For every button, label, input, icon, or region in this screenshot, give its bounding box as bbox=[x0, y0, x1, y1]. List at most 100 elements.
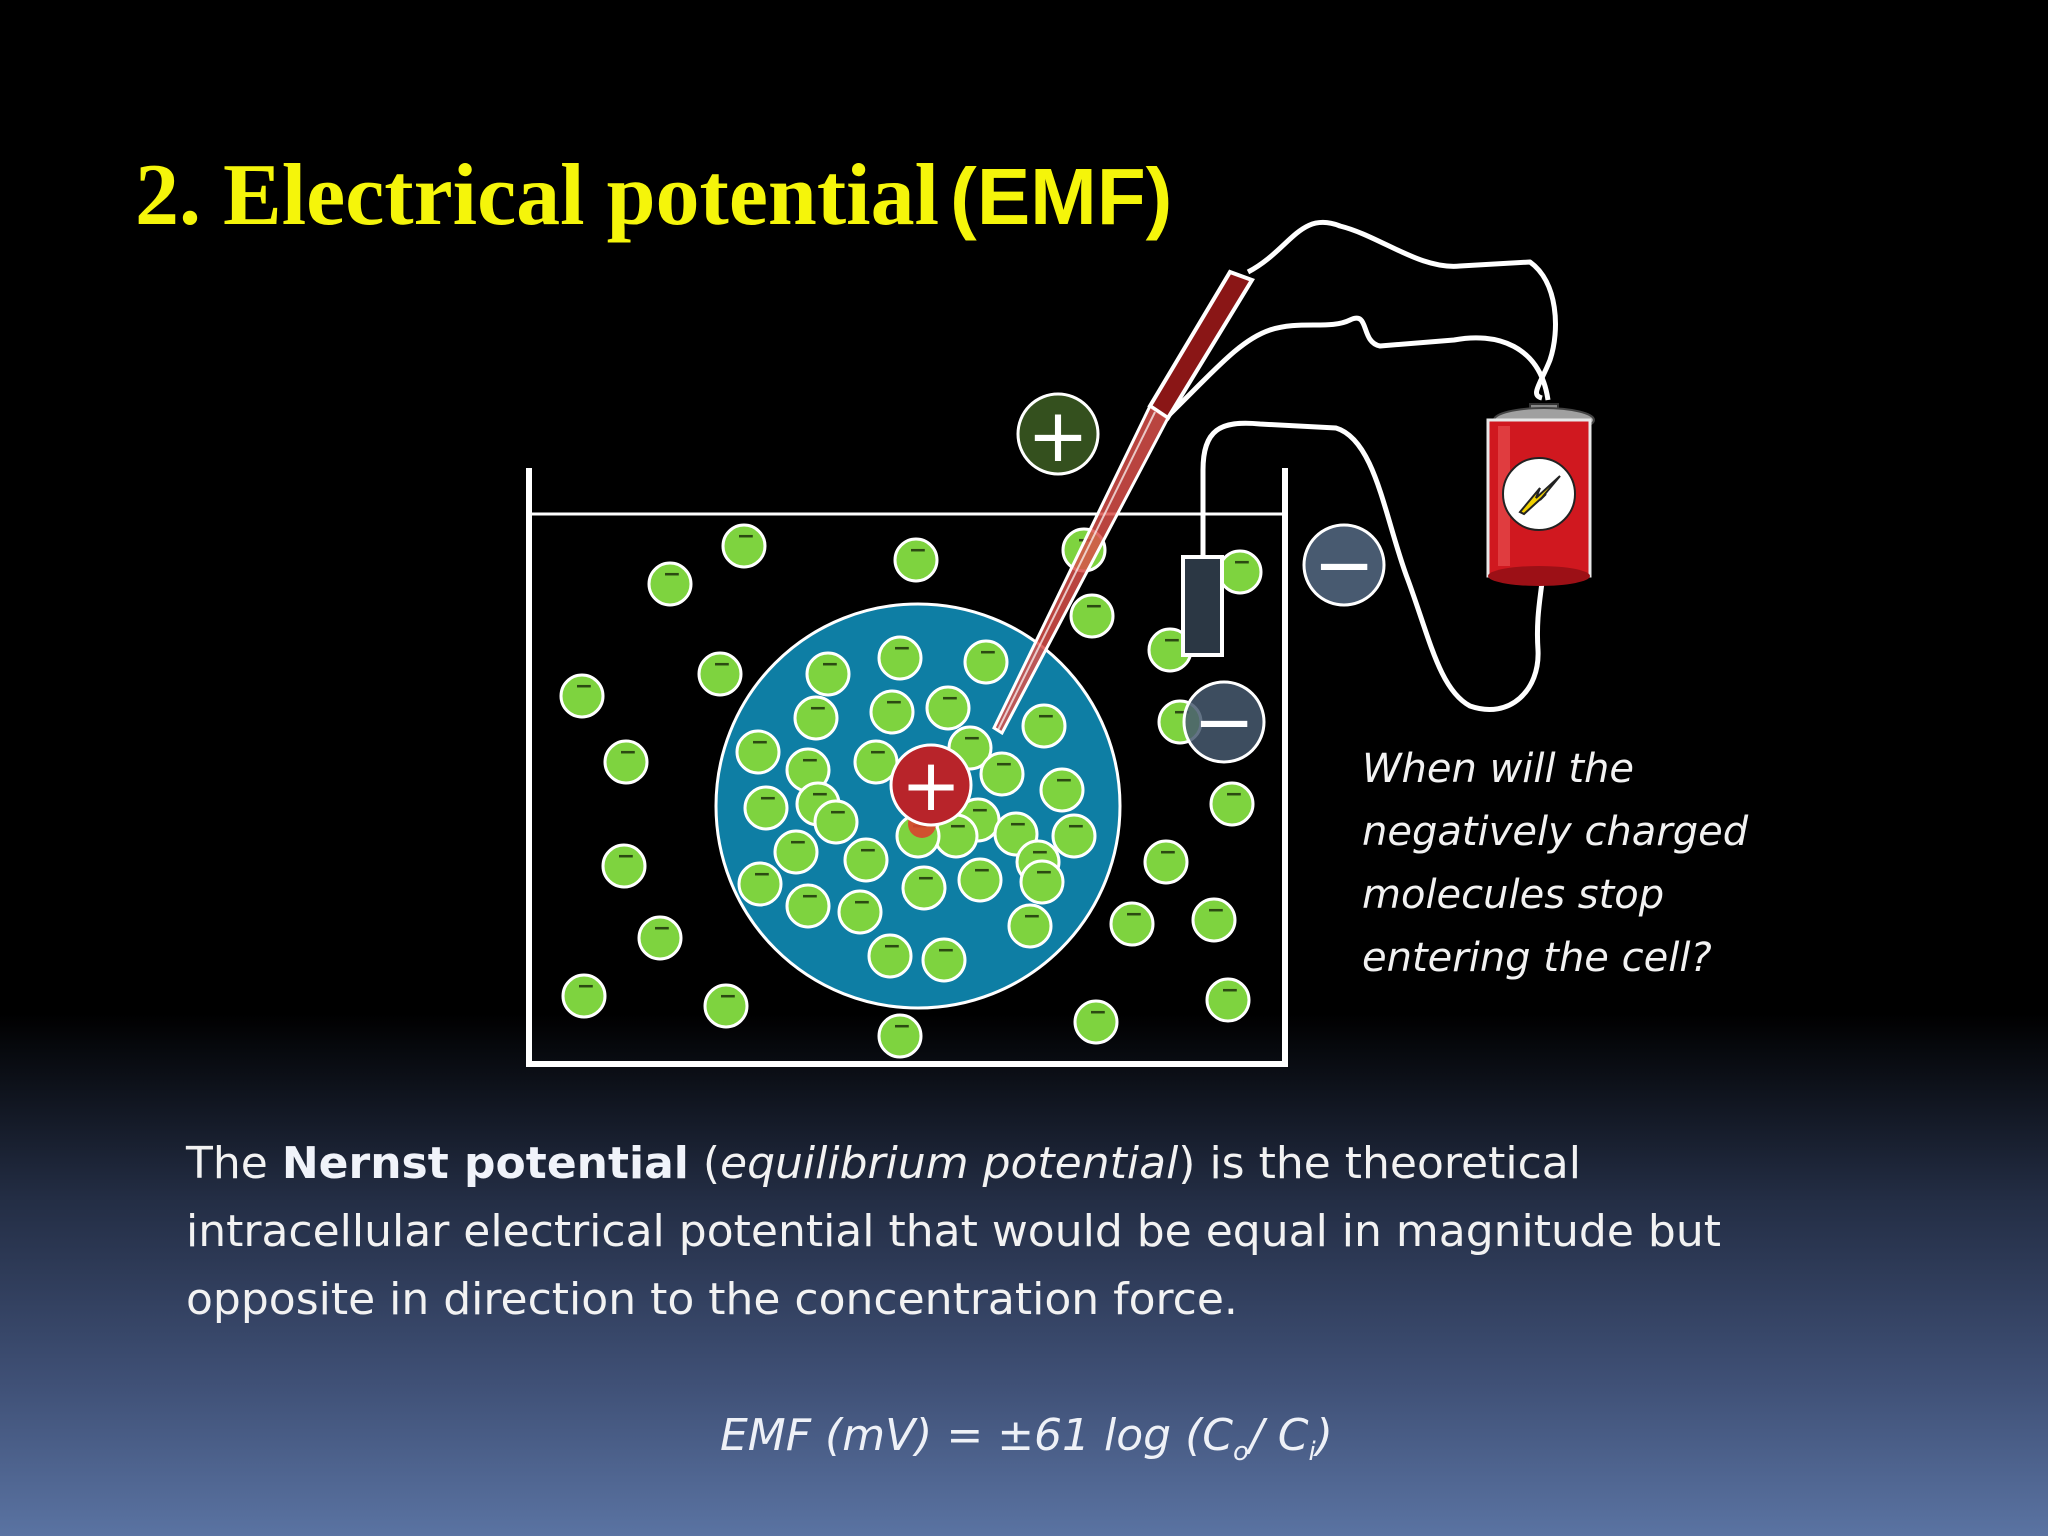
negative-ion-icon: − bbox=[813, 799, 859, 845]
definition-paragraph: The Nernst potential (equilibrium potent… bbox=[186, 1130, 1886, 1334]
ion-sign: − bbox=[869, 740, 887, 765]
negative-ion-icon: − bbox=[561, 973, 607, 1019]
ion-sign: − bbox=[1085, 594, 1103, 619]
paragraph-line-2: intracellular electrical potential that … bbox=[186, 1206, 1721, 1257]
negative-ion-icon: − bbox=[1039, 767, 1085, 813]
ion-sign: − bbox=[809, 696, 827, 721]
ion-sign: − bbox=[1031, 840, 1049, 865]
paragraph-text: The bbox=[186, 1138, 282, 1189]
paragraph-text: ) is the theoretical bbox=[1178, 1138, 1581, 1189]
reference-electrode-icon bbox=[1181, 555, 1224, 657]
negative-ion-icon: − bbox=[603, 739, 649, 785]
cell-positive-charge-icon: + bbox=[889, 743, 973, 838]
ion-sign: − bbox=[1067, 814, 1085, 839]
ion-sign: − bbox=[1089, 1000, 1107, 1025]
negative-ion-icon: − bbox=[637, 915, 683, 961]
negative-ion-icon: − bbox=[901, 865, 947, 911]
ion-sign: − bbox=[979, 640, 997, 665]
ion-sign: − bbox=[811, 782, 829, 807]
battery-icon bbox=[1486, 403, 1595, 586]
negative-ion-icon: − bbox=[743, 785, 789, 831]
ion-sign: − bbox=[821, 652, 839, 677]
negative-ion-icon: − bbox=[963, 639, 1009, 685]
negative-ion-icon: − bbox=[957, 857, 1003, 903]
paragraph-line-1: The Nernst potential (equilibrium potent… bbox=[186, 1130, 1886, 1198]
slide-title: 2. Electrical potential (EMF) bbox=[135, 152, 1172, 240]
intracellular-ions: −−−−−−−−−−−−−−−−−−−−−−−−−−−−−−−−− bbox=[735, 635, 1097, 983]
minus-badge-icon: − bbox=[1302, 522, 1386, 608]
cell-plus-sign: + bbox=[901, 743, 961, 827]
negative-ion-icon: − bbox=[1019, 859, 1065, 905]
nernst-formula: EMF (mV) = ±61 log (Co/ Ci) bbox=[720, 1410, 1333, 1467]
ion-sign: − bbox=[719, 984, 737, 1009]
negative-ion-icon: − bbox=[773, 829, 819, 875]
negative-ion-icon: − bbox=[1209, 781, 1255, 827]
ion-sign: − bbox=[829, 800, 847, 825]
ion-sign: − bbox=[1233, 550, 1251, 575]
negative-ion-icon: − bbox=[1191, 897, 1237, 943]
negative-ion-icon: − bbox=[1051, 813, 1097, 859]
minus-badge-sign: − bbox=[1313, 522, 1375, 608]
ion-sign: − bbox=[909, 538, 927, 563]
ion-sign: − bbox=[1207, 898, 1225, 923]
negative-ion-icon: − bbox=[893, 537, 939, 583]
formula-close: ) bbox=[1315, 1410, 1333, 1461]
ion-sign: − bbox=[801, 748, 819, 773]
question-line-1: When will the bbox=[1362, 746, 1634, 792]
title-main: 2. Electrical potential bbox=[135, 147, 940, 244]
formula-slash: / C bbox=[1248, 1410, 1309, 1461]
ion-sign: − bbox=[1125, 902, 1143, 927]
ion-sign: − bbox=[973, 858, 991, 883]
negative-ion-icon: − bbox=[1217, 549, 1263, 595]
ion-sign: − bbox=[617, 844, 635, 869]
negative-ion-icon: − bbox=[869, 689, 915, 735]
lightning-icon bbox=[1518, 475, 1561, 516]
negative-ion-icon: − bbox=[793, 695, 839, 741]
negative-ion-icon: − bbox=[1069, 593, 1115, 639]
ion-sign: − bbox=[753, 862, 771, 887]
paragraph-text: ( bbox=[688, 1138, 721, 1189]
negative-ion-icon: − bbox=[877, 1013, 923, 1059]
ion-sign: − bbox=[1037, 704, 1055, 729]
question-line-2: negatively charged bbox=[1362, 809, 1749, 855]
ion-sign: − bbox=[577, 974, 595, 999]
ion-sign: − bbox=[1055, 768, 1073, 793]
title-abbreviation: (EMF) bbox=[950, 152, 1173, 241]
plus-badge-icon: + bbox=[1016, 392, 1100, 479]
negative-ion-icon: − bbox=[1143, 839, 1189, 885]
ion-sign: − bbox=[759, 786, 777, 811]
ion-sign: − bbox=[801, 884, 819, 909]
negative-ion-icon: − bbox=[1073, 999, 1119, 1045]
negative-ion-icon: − bbox=[1021, 703, 1067, 749]
ion-sign: − bbox=[893, 636, 911, 661]
ion-sign: − bbox=[575, 674, 593, 699]
ion-sign: − bbox=[941, 686, 959, 711]
ion-sign: − bbox=[1159, 840, 1177, 865]
question-line-3: molecules stop bbox=[1362, 872, 1665, 918]
ion-sign: − bbox=[737, 524, 755, 549]
ion-sign: − bbox=[1163, 628, 1181, 653]
nernst-term: Nernst potential bbox=[281, 1138, 689, 1189]
negative-ion-icon: − bbox=[921, 937, 967, 983]
ion-sign: − bbox=[893, 1014, 911, 1039]
beaker-icon bbox=[526, 468, 1288, 1067]
plus-badge-sign: + bbox=[1027, 393, 1089, 479]
ion-sign: − bbox=[1225, 782, 1243, 807]
negative-ion-icon: − bbox=[867, 933, 913, 979]
negative-ion-icon: − bbox=[1007, 903, 1053, 949]
ion-sign: − bbox=[885, 690, 903, 715]
ion-sign: − bbox=[937, 938, 955, 963]
negative-ion-icon: − bbox=[647, 561, 693, 607]
negative-ion-icon: − bbox=[601, 843, 647, 889]
ion-sign: − bbox=[963, 726, 981, 751]
negative-ion-icon: − bbox=[843, 837, 889, 883]
negative-ion-icon: − bbox=[1109, 901, 1155, 947]
formula-sub-i: i bbox=[1308, 1436, 1316, 1467]
negative-ion-icon: − bbox=[837, 889, 883, 935]
electrode-pipette-icon bbox=[992, 269, 1255, 736]
ion-sign: − bbox=[789, 830, 807, 855]
paragraph-line-3: opposite in direction to the concentrati… bbox=[186, 1274, 1238, 1325]
ion-sign: − bbox=[1009, 812, 1027, 837]
wire-icon bbox=[1166, 219, 1558, 712]
